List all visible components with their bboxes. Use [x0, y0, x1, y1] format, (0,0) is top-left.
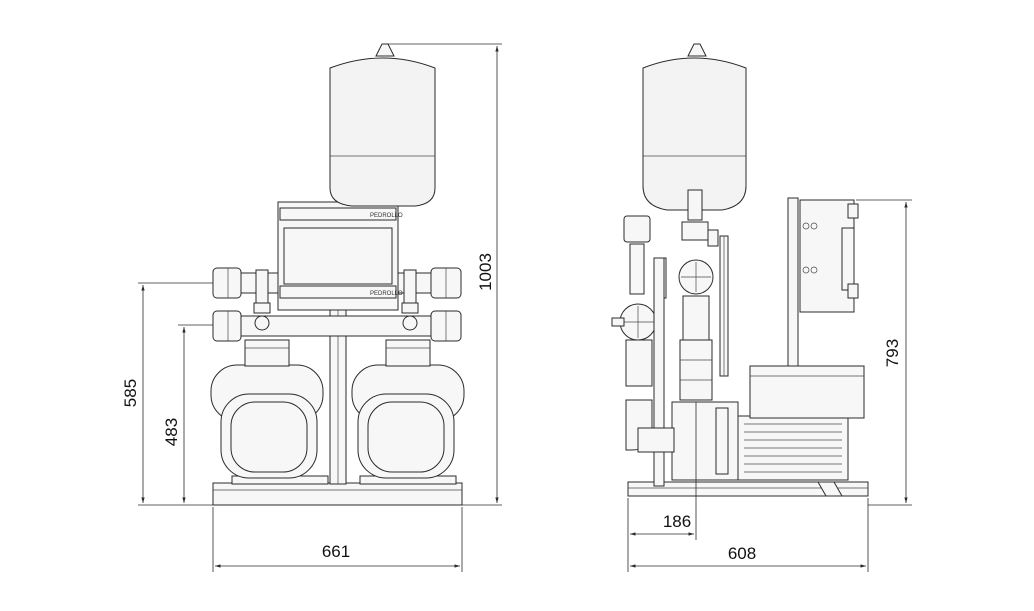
front-left-pump	[210, 339, 324, 479]
front-control-box: PEDROLLO PEDROLLO	[277, 201, 403, 311]
dim-control-box-height: 793	[883, 339, 902, 367]
front-right-pump	[351, 339, 465, 479]
front-lower-manifold	[212, 310, 462, 342]
side-pump-body	[637, 365, 865, 497]
side-view	[611, 43, 869, 497]
dim-side-depth: 608	[728, 544, 756, 563]
dim-front-width: 661	[322, 542, 350, 561]
svg-text:PEDROLLO: PEDROLLO	[370, 291, 403, 297]
side-pipe-column	[678, 221, 719, 401]
dim-upper-pipe-height: 585	[121, 379, 140, 407]
dim-lower-pipe-height: 483	[162, 418, 181, 446]
side-control-box	[787, 197, 859, 367]
side-base-frame	[627, 481, 869, 497]
front-valves	[253, 269, 419, 331]
dim-outlet-offset: 186	[663, 512, 691, 531]
svg-text:PEDROLLO: PEDROLLO	[370, 213, 403, 219]
front-expansion-tank	[329, 43, 436, 207]
side-expansion-tank	[642, 43, 747, 221]
side-stand	[653, 235, 729, 487]
dim-total-height: 1003	[476, 253, 495, 291]
front-view: PEDROLLO PEDROLLO	[210, 43, 465, 506]
dimension-lines	[138, 43, 912, 572]
